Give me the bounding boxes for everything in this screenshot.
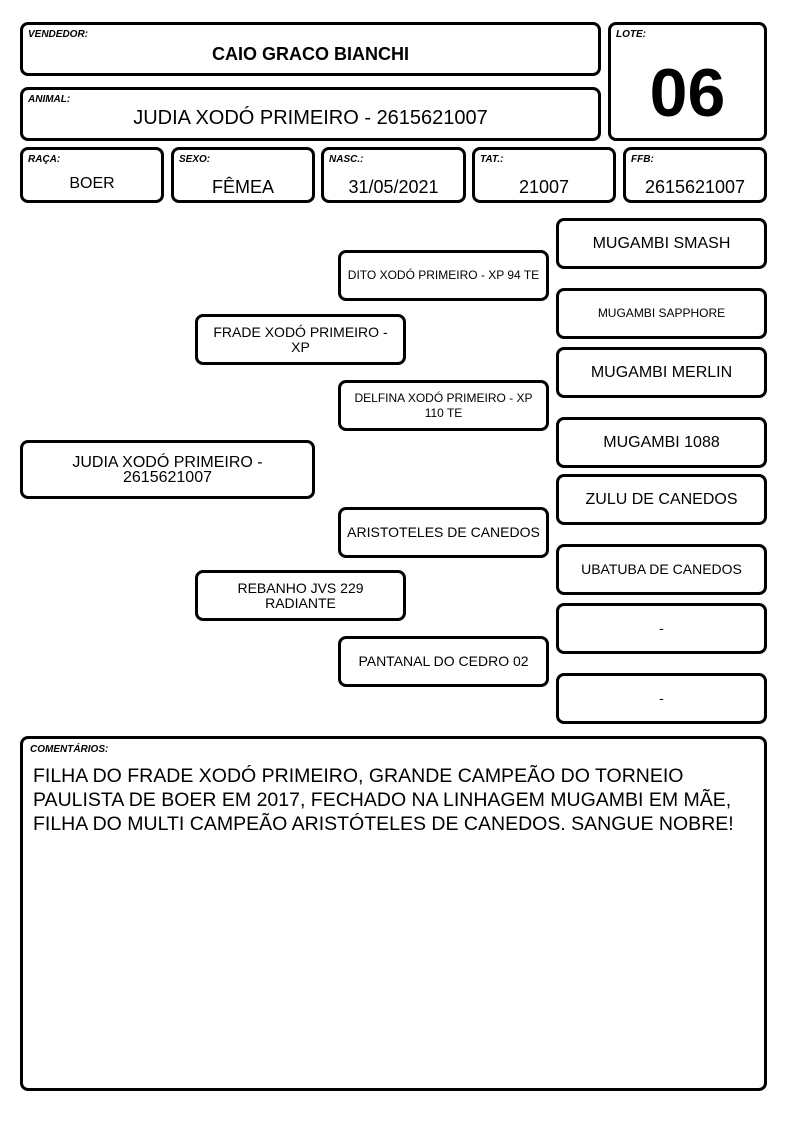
pedigree-dam-sire: ARISTOTELES DE CANEDOS xyxy=(338,507,549,558)
pedigree-dam-dam: PANTANAL DO CEDRO 02 xyxy=(338,636,549,687)
pedigree-ggp-2: MUGAMBI SAPPHORE xyxy=(556,288,767,339)
pedigree-ggp-6: UBATUBA DE CANEDOS xyxy=(556,544,767,595)
seller-box: VENDEDOR: CAIO GRACO BIANCHI xyxy=(20,22,601,76)
tattoo-label: TAT.: xyxy=(480,154,504,165)
animal-label: ANIMAL: xyxy=(28,94,71,105)
pedigree-sire-dam: DELFINA XODÓ PRIMEIRO - XP 110 TE xyxy=(338,380,549,431)
comments-box: COMENTÁRIOS: FILHA DO FRADE XODÓ PRIMEIR… xyxy=(20,736,767,1091)
pedigree-dam: REBANHO JVS 229 RADIANTE xyxy=(195,570,406,621)
lot-label: LOTE: xyxy=(616,29,646,40)
animal-name: JUDIA XODÓ PRIMEIRO - 2615621007 xyxy=(133,107,488,129)
seller-name: CAIO GRACO BIANCHI xyxy=(212,44,409,64)
lot-number: 06 xyxy=(649,55,726,131)
comments-text: FILHA DO FRADE XODÓ PRIMEIRO, GRANDE CAM… xyxy=(33,765,734,835)
birth-value: 31/05/2021 xyxy=(348,177,439,197)
breed-label: RAÇA: xyxy=(28,154,61,165)
birth-box: NASC.: 31/05/2021 xyxy=(321,147,466,203)
pedigree-sire: FRADE XODÓ PRIMEIRO - XP xyxy=(195,314,406,365)
sex-value: FÊMEA xyxy=(211,177,274,197)
tattoo-value: 21007 xyxy=(518,177,570,197)
pedigree-ggp-4: MUGAMBI 1088 xyxy=(556,417,767,468)
seller-label: VENDEDOR: xyxy=(28,29,89,40)
lot-box: LOTE: 06 xyxy=(608,22,767,141)
pedigree-ggp-1: MUGAMBI SMASH xyxy=(556,218,767,269)
birth-label: NASC.: xyxy=(329,154,364,165)
pedigree-ggp-3: MUGAMBI MERLIN xyxy=(556,347,767,398)
pedigree-ggp-5: ZULU DE CANEDOS xyxy=(556,474,767,525)
pedigree-ggp-8: - xyxy=(556,673,767,724)
animal-box: ANIMAL: JUDIA XODÓ PRIMEIRO - 2615621007 xyxy=(20,87,601,141)
registry-label: FFB: xyxy=(631,154,654,165)
tattoo-box: TAT.: 21007 xyxy=(472,147,616,203)
pedigree-ggp-7: - xyxy=(556,603,767,654)
registry-box: FFB: 2615621007 xyxy=(623,147,767,203)
sex-label: SEXO: xyxy=(179,154,211,165)
comments-label: COMENTÁRIOS: xyxy=(30,744,109,755)
sex-box: SEXO: FÊMEA xyxy=(171,147,315,203)
breed-value: BOER xyxy=(69,175,115,192)
pedigree-subject: JUDIA XODÓ PRIMEIRO - 2615621007 xyxy=(20,440,315,499)
registry-value: 2615621007 xyxy=(644,177,746,197)
pedigree-sire-sire: DITO XODÓ PRIMEIRO - XP 94 TE xyxy=(338,250,549,301)
breed-box: RAÇA: BOER xyxy=(20,147,164,203)
